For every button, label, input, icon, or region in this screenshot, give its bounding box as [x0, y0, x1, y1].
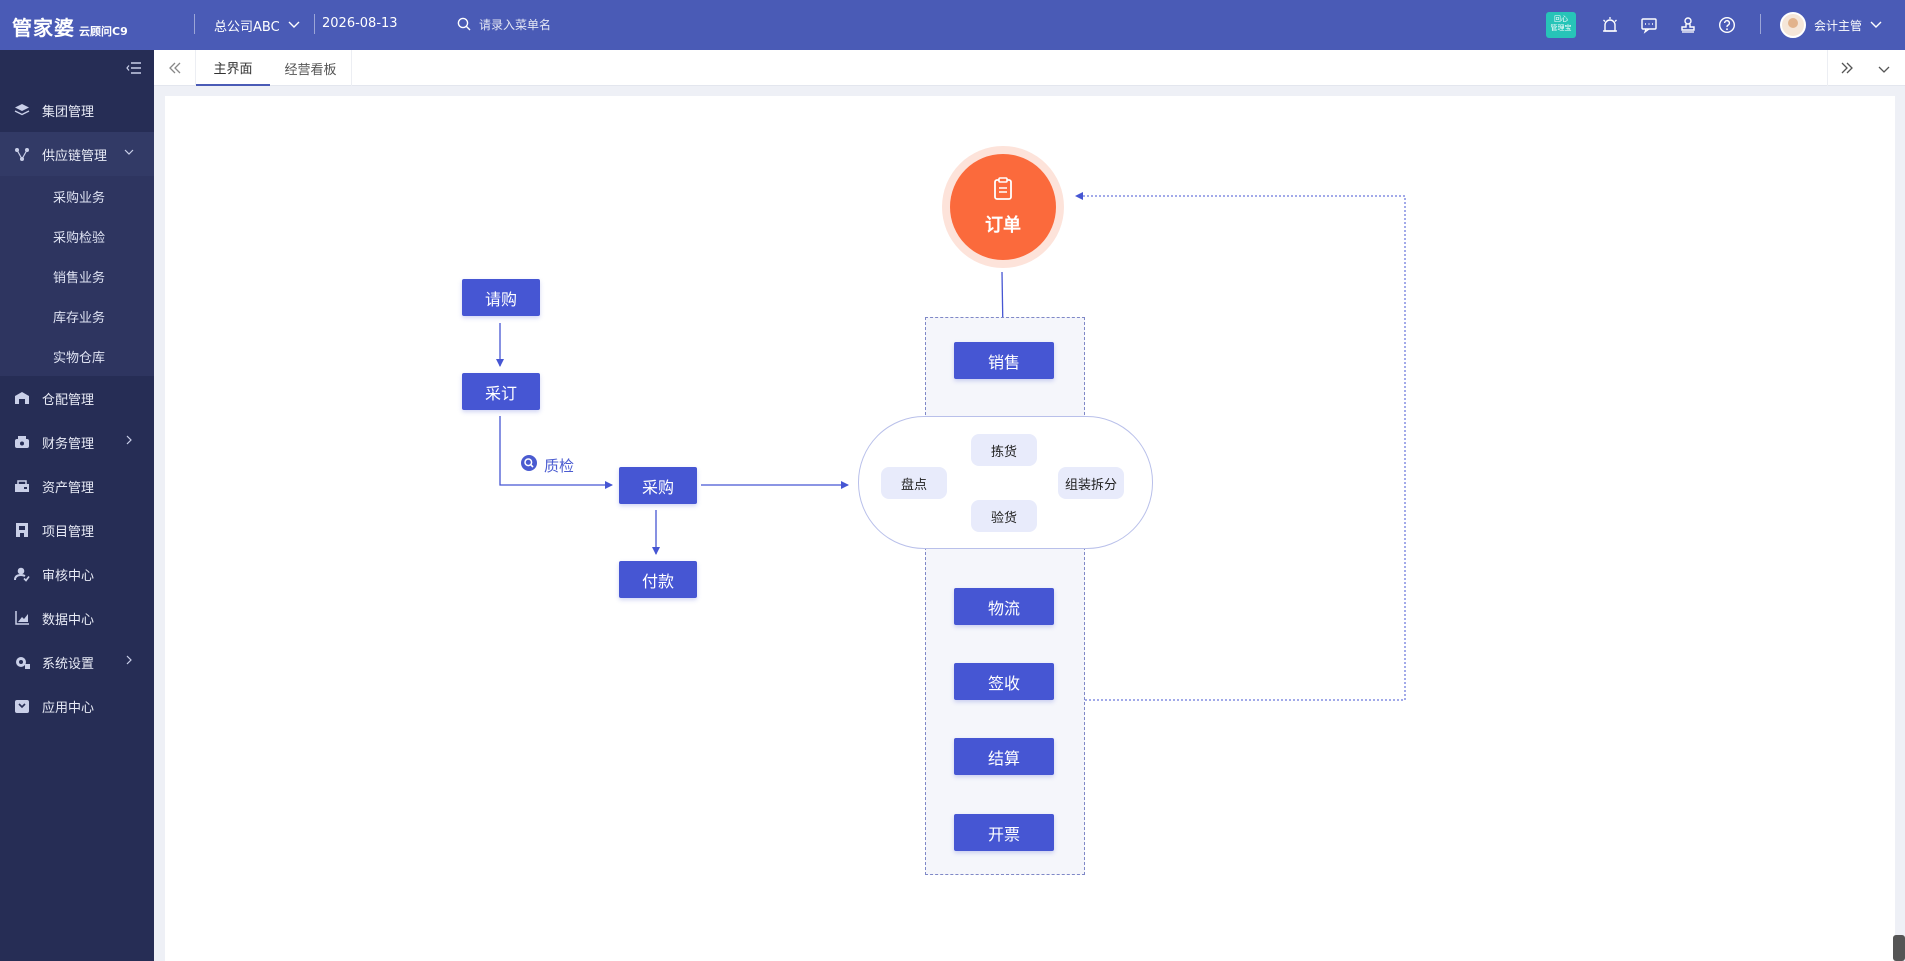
- asset-icon: [14, 478, 30, 494]
- header-divider: [194, 14, 195, 34]
- business-flow-diagram: 订单 请购 采订 质检 采购 付款 销售 拣货 盘点 验货 组装拆分 物流 签收…: [165, 96, 1895, 961]
- sidebar-subitem-sales[interactable]: 销售业务: [53, 270, 106, 286]
- chevron-right-icon: [124, 654, 134, 669]
- sidebar-menu: 集团管理 供应链管理 采购业务 采购检验 销售业务 库存业务 实物仓库 仓配管理…: [0, 88, 154, 728]
- sidebar-item-label: 集团管理: [42, 104, 95, 120]
- sidebar-item-label: 审核中心: [42, 568, 95, 584]
- payment-node[interactable]: 付款: [619, 561, 697, 598]
- search-input[interactable]: [479, 18, 639, 32]
- inspect-node[interactable]: 验货: [971, 500, 1037, 532]
- tab-main[interactable]: 主界面: [196, 50, 270, 86]
- clipboard-icon: [992, 177, 1014, 205]
- chart-icon: [14, 610, 30, 626]
- sidebar-item-label: 系统设置: [42, 656, 95, 672]
- sidebar: 集团管理 供应链管理 采购业务 采购检验 销售业务 库存业务 实物仓库 仓配管理…: [0, 50, 154, 961]
- invoice-node[interactable]: 开票: [954, 814, 1054, 851]
- sidebar-item-label: 应用中心: [42, 700, 95, 716]
- help-icon[interactable]: [1716, 14, 1738, 36]
- order-node[interactable]: 订单: [950, 154, 1056, 260]
- logo-sub: 云顾问C9: [79, 25, 128, 38]
- sidebar-item-label: 数据中心: [42, 612, 95, 628]
- top-header: 管家婆 云顾问C9 总公司ABC 2026-08-13 回心 管理宝 会计主管: [0, 0, 1905, 50]
- chevron-down-icon: [1878, 59, 1890, 78]
- sidebar-collapse-icon[interactable]: [126, 60, 142, 76]
- business-date[interactable]: 2026-08-13: [322, 16, 398, 31]
- sidebar-item-group[interactable]: 集团管理: [0, 88, 154, 132]
- app-badge-line2: 管理宝: [1550, 24, 1572, 32]
- company-name: 总公司ABC: [214, 20, 280, 35]
- logo-brand: 管家婆: [12, 16, 75, 40]
- user-name: 会计主管: [1814, 18, 1863, 33]
- tabs-scroll-right[interactable]: [1827, 50, 1865, 86]
- sidebar-subitem-purchase[interactable]: 采购业务: [53, 190, 106, 206]
- sidebar-item-label: 供应链管理: [42, 148, 108, 164]
- chevron-down-icon: [288, 18, 300, 33]
- sign-receipt-node[interactable]: 签收: [954, 663, 1054, 700]
- message-icon[interactable]: [1638, 14, 1660, 36]
- stamp-icon[interactable]: [1677, 14, 1699, 36]
- tabs-dropdown[interactable]: [1865, 50, 1903, 86]
- sidebar-item-supply-chain[interactable]: 供应链管理: [0, 132, 154, 176]
- app-logo: 管家婆 云顾问C9: [12, 12, 128, 40]
- sidebar-item-label: 项目管理: [42, 524, 95, 540]
- tabs-scroll-left[interactable]: [154, 50, 196, 86]
- sidebar-subitem-inventory[interactable]: 库存业务: [53, 310, 106, 326]
- sidebar-item-settings[interactable]: 系统设置: [0, 640, 154, 684]
- settings-icon: [14, 654, 30, 670]
- sidebar-item-label: 仓配管理: [42, 392, 95, 408]
- header-divider: [314, 14, 315, 34]
- search-icon: [457, 17, 471, 34]
- sidebar-item-audit[interactable]: 审核中心: [0, 552, 154, 596]
- purchase-order-node[interactable]: 采订: [462, 373, 540, 410]
- sidebar-subitem-purchase-inspection[interactable]: 采购检验: [53, 230, 106, 246]
- quality-check-link[interactable]: 质检: [520, 454, 574, 476]
- sidebar-item-data[interactable]: 数据中心: [0, 596, 154, 640]
- sidebar-item-warehouse[interactable]: 仓配管理: [0, 376, 154, 420]
- purchase-node[interactable]: 采购: [619, 467, 697, 504]
- assembly-node[interactable]: 组装拆分: [1058, 467, 1124, 499]
- app-icon: [14, 698, 30, 714]
- audit-icon: [14, 566, 30, 582]
- app-badge-icon[interactable]: 回心 管理宝: [1546, 12, 1576, 38]
- request-node[interactable]: 请购: [462, 279, 540, 316]
- settlement-node[interactable]: 结算: [954, 738, 1054, 775]
- company-selector[interactable]: 总公司ABC: [214, 16, 300, 35]
- warehouse-icon: [14, 390, 30, 406]
- picking-node[interactable]: 拣货: [971, 434, 1037, 466]
- layers-icon: [14, 102, 30, 118]
- double-chevron-left-icon: [168, 59, 182, 78]
- gear-search-icon: [520, 454, 538, 476]
- avatar: [1780, 12, 1806, 38]
- sidebar-item-finance[interactable]: 财务管理: [0, 420, 154, 464]
- project-icon: [14, 522, 30, 538]
- chevron-right-icon: [124, 434, 134, 449]
- logistics-node[interactable]: 物流: [954, 588, 1054, 625]
- chevron-down-icon: [124, 146, 134, 161]
- sidebar-item-label: 资产管理: [42, 480, 95, 496]
- quality-check-label: 质检: [544, 456, 575, 475]
- tab-bar: 主界面 经营看板: [154, 50, 1905, 86]
- sidebar-item-label: 财务管理: [42, 436, 95, 452]
- sidebar-subitem-physical-warehouse[interactable]: 实物仓库: [53, 350, 106, 366]
- inventory-count-node[interactable]: 盘点: [881, 467, 947, 499]
- sidebar-item-project[interactable]: 项目管理: [0, 508, 154, 552]
- chevron-down-icon: [1870, 18, 1882, 32]
- supply-chain-submenu: 采购业务 采购检验 销售业务 库存业务 实物仓库: [0, 176, 154, 376]
- supply-chain-icon: [14, 146, 30, 162]
- user-menu[interactable]: 会计主管: [1780, 12, 1882, 38]
- sidebar-item-asset[interactable]: 资产管理: [0, 464, 154, 508]
- double-chevron-right-icon: [1840, 59, 1854, 78]
- menu-search[interactable]: [457, 14, 657, 36]
- sidebar-item-app-center[interactable]: 应用中心: [0, 684, 154, 728]
- app-badge-line1: 回心: [1554, 15, 1568, 23]
- alarm-icon[interactable]: [1599, 14, 1621, 36]
- finance-icon: [14, 434, 30, 450]
- order-label: 订单: [985, 215, 1021, 236]
- tab-dashboard[interactable]: 经营看板: [270, 50, 352, 86]
- sales-node[interactable]: 销售: [954, 342, 1054, 379]
- main-content: 订单 请购 采订 质检 采购 付款 销售 拣货 盘点 验货 组装拆分 物流 签收…: [165, 96, 1895, 961]
- header-divider: [1760, 14, 1761, 34]
- scrollbar-thumb[interactable]: [1893, 935, 1905, 961]
